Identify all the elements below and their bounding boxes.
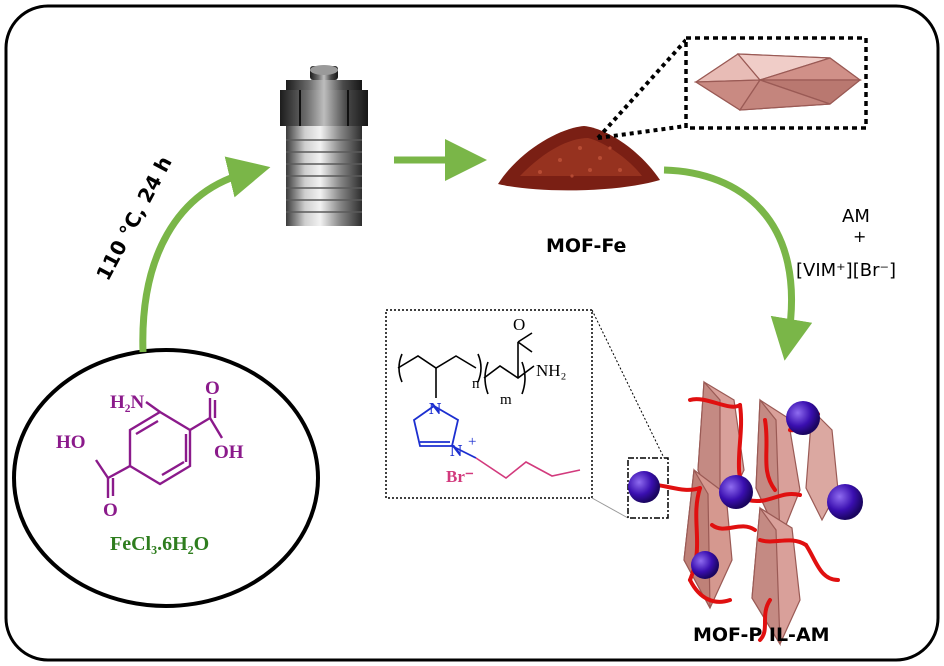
repeat-n-label: n — [472, 376, 480, 392]
arrow-to-autoclave — [139, 156, 271, 353]
mof-label: MOF-Fe — [546, 235, 626, 257]
amide-label: NH₂ — [536, 361, 566, 380]
repeat-m-label: m — [500, 392, 512, 408]
acid-right-o-label: O — [205, 378, 220, 399]
acid-left-o-label: O — [103, 500, 118, 521]
crystal-icon — [693, 53, 862, 111]
autoclave-icon — [280, 65, 368, 226]
arrow-to-composite — [663, 166, 813, 361]
polymer-zoom-line-top — [591, 309, 665, 459]
imidazole-n3-label: N — [450, 441, 463, 460]
aminoterephthalic-acid-structure — [95, 398, 224, 498]
carbonyl-o-label: O — [513, 315, 525, 334]
zoom-line-top — [596, 38, 688, 140]
zoom-line-bottom — [597, 124, 687, 140]
butyl-chain — [475, 457, 581, 479]
imidazole-n1-label: N — [429, 399, 442, 418]
reagent-plus-label: + — [853, 227, 866, 246]
metal-salt-label: FeCl₃.6H₂O — [110, 533, 209, 555]
counter-ion-label: Br⁻ — [446, 467, 474, 486]
composite-icon — [628, 380, 863, 647]
product-label: MOF-P IL-AM — [693, 624, 830, 646]
reagent-am-label: AM — [842, 206, 870, 227]
polymer-inset-box — [385, 309, 593, 499]
poly-il-am-structure — [397, 332, 535, 398]
imidazolium-ring — [412, 404, 477, 459]
polymer-zoom-line-bottom — [591, 497, 629, 519]
charge-label: + — [468, 434, 476, 450]
precursor-ellipse — [12, 348, 320, 608]
mof-powder-icon — [498, 126, 660, 191]
acid-right-oh-label: OH — [214, 442, 244, 463]
precursor-panel: H₂N HO O O OH FeCl₃.6H₂O — [12, 348, 320, 608]
reagent-il-label: [VIM⁺][Br⁻] — [796, 260, 896, 281]
acid-left-oh-label: HO — [56, 432, 86, 453]
amine-label: H₂N — [110, 392, 144, 413]
